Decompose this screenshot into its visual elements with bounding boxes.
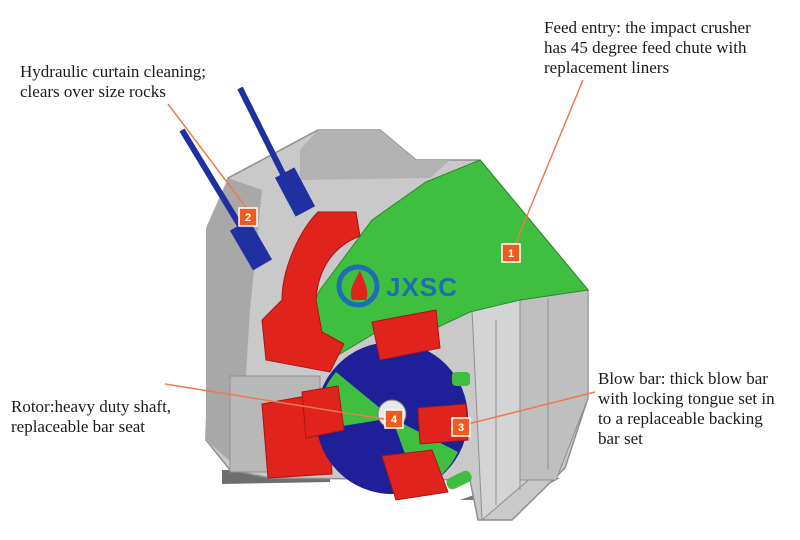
hydraulic-curtain-label: Hydraulic curtain cleaning; clears over … xyxy=(20,62,206,101)
marker-2-text: 2 xyxy=(245,212,251,224)
marker-4-text: 4 xyxy=(391,414,398,426)
logo-text: JXSC xyxy=(386,272,458,302)
marker-3: 3 xyxy=(451,417,471,437)
housing-top xyxy=(300,130,450,180)
marker-3-text: 3 xyxy=(458,422,464,434)
leader-line-2 xyxy=(167,103,249,211)
feed-entry-label: Feed entry: the impact crusher has 45 de… xyxy=(544,18,751,77)
marker-1-text: 1 xyxy=(508,248,514,260)
logo-flame-icon xyxy=(350,270,368,300)
shaft-green-1 xyxy=(452,372,470,386)
front-plate-2 xyxy=(519,289,589,481)
marker-4: 4 xyxy=(384,409,404,429)
leader-line-3 xyxy=(463,391,596,426)
rotor-label: Rotor:heavy duty shaft, replaceable bar … xyxy=(11,397,172,436)
blow-bar-left xyxy=(301,385,345,439)
leader-line-1 xyxy=(511,79,584,253)
blow-bar-label: Blow bar: thick blow bar with locking to… xyxy=(598,369,775,448)
hydraulic-spring-2 xyxy=(274,167,316,217)
impact-curtain-upper xyxy=(261,211,361,373)
jxsc-logo: JXSC xyxy=(336,264,458,308)
blow-bar-bottom xyxy=(381,449,449,501)
logo-ring-icon xyxy=(336,264,380,308)
leader-line-4 xyxy=(164,383,391,421)
shaft-green-2 xyxy=(446,470,472,490)
marker-1: 1 xyxy=(501,243,521,263)
hydraulic-spring-1 xyxy=(229,219,273,271)
marker-2: 2 xyxy=(238,207,258,227)
blow-bar-top xyxy=(371,309,441,361)
